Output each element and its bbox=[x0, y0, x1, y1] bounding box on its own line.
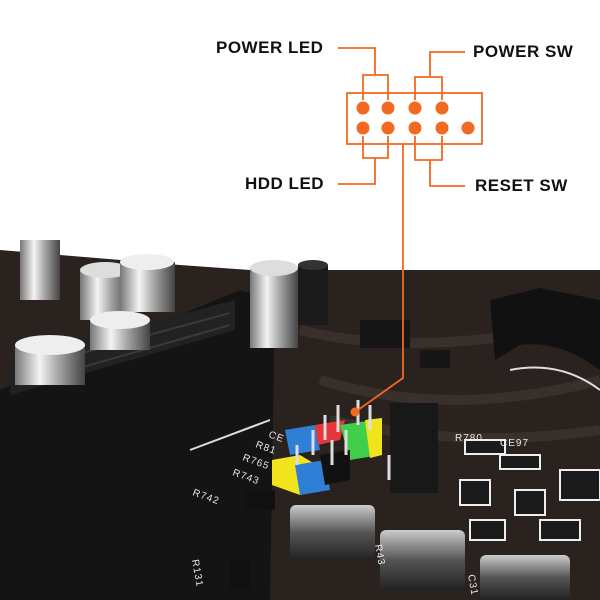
jumper-block bbox=[390, 403, 438, 493]
silk-r780: R780 bbox=[455, 433, 483, 444]
silk-ce: CE bbox=[267, 429, 286, 445]
silk-ce97: CE97 bbox=[500, 438, 529, 449]
silk-c31: C31 bbox=[465, 574, 480, 597]
pin-header-diagram bbox=[338, 47, 483, 411]
header-pins bbox=[350, 101, 475, 417]
inductors bbox=[230, 490, 570, 600]
label-reset-sw: RESET SW bbox=[475, 176, 568, 195]
silk-r131: R131 bbox=[189, 559, 205, 588]
front-panel-connector bbox=[272, 400, 391, 495]
label-hdd-led: HDD LED bbox=[245, 174, 325, 193]
label-power-led: POWER LED bbox=[216, 38, 324, 57]
silk-r43: R43 bbox=[372, 544, 387, 567]
label-power-sw: POWER SW bbox=[473, 42, 574, 61]
capacitors bbox=[15, 240, 328, 385]
socket-lever bbox=[490, 288, 600, 370]
